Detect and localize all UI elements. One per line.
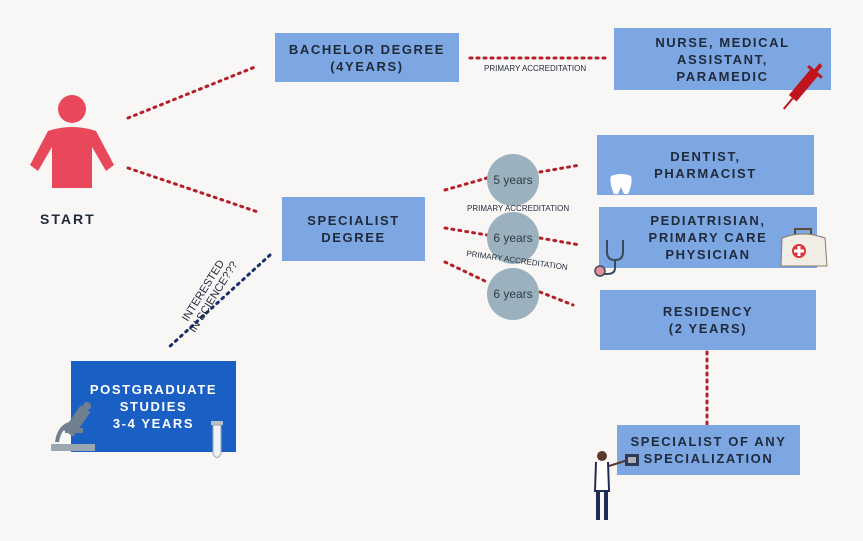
residency-box: RESIDENCY (2 YEARS)	[600, 290, 816, 350]
nurse-box: NURSE, MEDICAL ASSISTANT, PARAMEDIC	[614, 28, 831, 90]
start-label: START	[40, 211, 96, 227]
syringe-icon	[782, 63, 823, 110]
specialist-any-box: SPECIALIST OF ANY SPECIALIZATION	[617, 425, 800, 475]
bachelor-degree-box: BACHELOR DEGREE (4YEARS)	[275, 33, 459, 82]
duration-circle-6-years-a: 6 years	[487, 212, 539, 264]
medkit-icon	[780, 228, 828, 267]
line-start-bachelor	[126, 65, 257, 120]
line-specialist-c3	[443, 260, 489, 284]
test-tube-icon	[211, 421, 223, 458]
doctor-icon	[594, 451, 639, 520]
duration-circle-6-years-b: 6 years	[487, 268, 539, 320]
line-start-specialist	[126, 166, 260, 214]
duration-circle-5-years: 5 years	[487, 154, 539, 206]
tooth-icon	[610, 174, 632, 194]
person-icon	[30, 95, 114, 188]
pediatrician-box: PEDIATRISIAN, PRIMARY CARE PHYSICIAN	[599, 207, 817, 268]
specialist-degree-box: SPECIALIST DEGREE	[282, 197, 425, 261]
accreditation-label-dentist: PRIMARY ACCREDITATION	[467, 204, 570, 213]
line-specialist-c1	[443, 176, 489, 192]
line-specialist-postgrad	[166, 253, 272, 350]
microscope-icon	[51, 402, 95, 451]
dentist-box: DENTIST, PHARMACIST	[597, 135, 814, 195]
line-c1-dentist	[538, 163, 582, 174]
accreditation-label-bachelor: PRIMARY ACCREDITATION	[484, 64, 587, 73]
postgraduate-box: POSTGRADUATE STUDIES 3-4 YEARS	[71, 361, 236, 452]
line-c3-residency	[538, 290, 575, 307]
line-specialist-c2	[443, 226, 489, 237]
stethoscope-icon	[594, 240, 624, 277]
line-c2-pediatric	[538, 236, 582, 247]
